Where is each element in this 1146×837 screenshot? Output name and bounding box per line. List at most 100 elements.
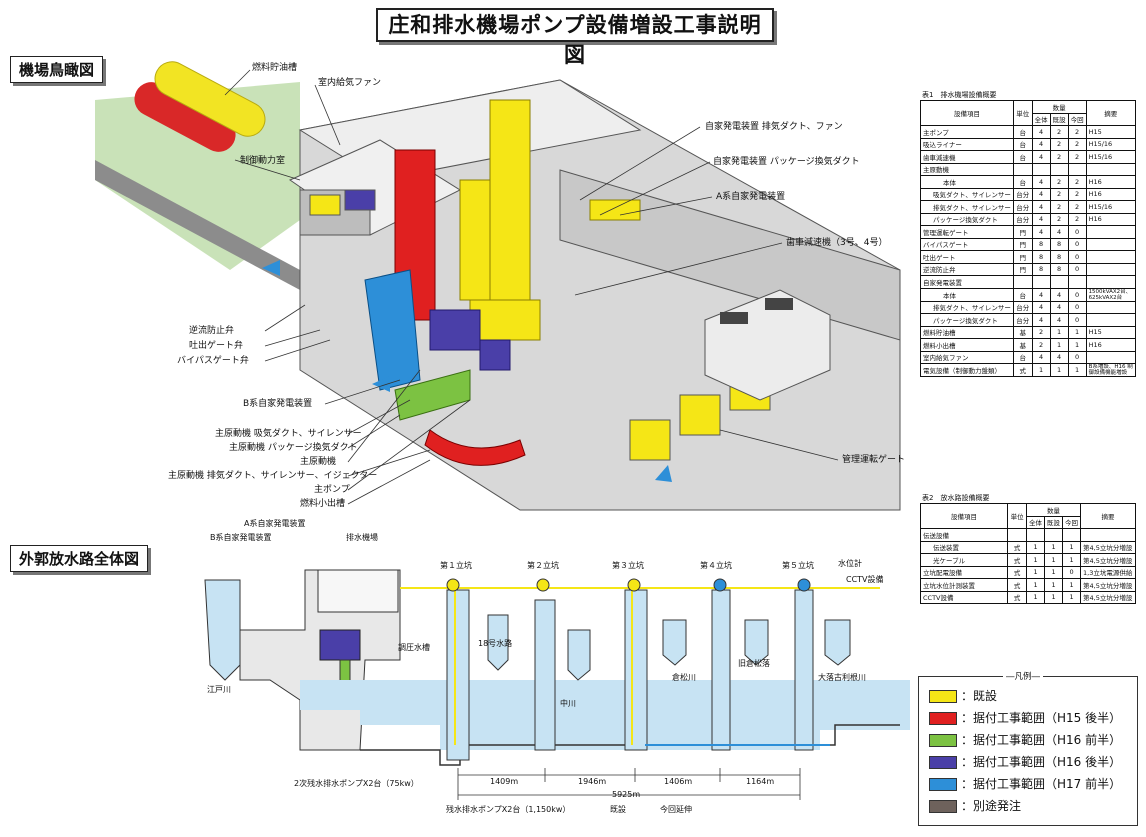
table-cell-current: 0 — [1067, 287, 1087, 302]
out-label-ch18: 18号水路 — [478, 639, 513, 648]
legend-label: ：別途発注 — [961, 799, 1022, 813]
t1-h-total: 全体 — [1031, 112, 1051, 126]
table-cell-existing — [1049, 275, 1069, 289]
label-control-room: 制御動力室 — [240, 156, 286, 166]
table-cell-total: 4 — [1031, 175, 1051, 189]
table-cell-current: 2 — [1067, 187, 1087, 201]
table-cell-current: 2 — [1067, 137, 1087, 151]
table-cell-item: 燃料小出槽 — [920, 338, 1014, 352]
table-cell-total: 1 — [1026, 553, 1046, 567]
t1-h-remarks: 摘要 — [1085, 100, 1137, 126]
out-label-shaft5: 第５立坑 — [782, 561, 814, 570]
table-cell-existing: 8 — [1049, 237, 1069, 251]
label-gen-exhaust: 自家発電装置 排気ダクト、ファン — [705, 122, 843, 132]
out-dim-total: 5925m — [612, 790, 641, 799]
legend-label: ：据付工事範囲（H15 後半） — [961, 711, 1122, 725]
label-engine-intake: 主原動機 吸気ダクト、サイレンサー — [215, 429, 362, 439]
table-cell-existing: 4 — [1049, 300, 1069, 314]
table-cell-remarks: H16 — [1085, 212, 1137, 226]
table-cell-total: 4 — [1031, 137, 1051, 151]
out-label-shaft3: 第３立坑 — [612, 561, 644, 570]
table-cell-current — [1067, 162, 1087, 176]
table-cell-item: 立坑配電設備 — [919, 565, 1009, 579]
legend: ―凡例― ：既設 ：据付工事範囲（H15 後半） ：据付工事範囲（H16 前半）… — [918, 670, 1138, 826]
table-cell-current: 2 — [1067, 150, 1087, 164]
label-bypass-gate: バイパスゲート弁 — [177, 356, 249, 366]
table-cell-existing: 1 — [1044, 578, 1064, 592]
table-cell-total: 2 — [1031, 338, 1051, 352]
table-cell-remarks: H15/16 — [1085, 200, 1137, 214]
table-cell-item: 本体 — [920, 175, 1014, 189]
table-cell-unit: 台分 — [1012, 200, 1033, 214]
t1-h-item: 設備項目 — [920, 100, 1014, 126]
table-cell-existing: 1 — [1044, 553, 1064, 567]
t1-h-existing: 既設 — [1049, 112, 1069, 126]
table-cell-current: 2 — [1067, 175, 1087, 189]
table-cell-unit — [1007, 528, 1028, 542]
legend-label: ：据付工事範囲（H17 前半） — [961, 777, 1122, 791]
table-cell-item: バイパスゲート — [920, 237, 1014, 251]
tunnel-water — [300, 680, 910, 750]
table-cell-unit — [1012, 162, 1033, 176]
table-cell-unit: 式 — [1007, 578, 1028, 592]
table-cell-remarks: H15/16 — [1085, 137, 1137, 151]
legend-title: ―凡例― — [1003, 670, 1044, 682]
table-cell-item: 立坑水位計測装置 — [919, 578, 1009, 592]
page-title: 庄和排水機場ポンプ設備増設工事説明図 — [376, 8, 774, 67]
table-cell-unit: 門 — [1012, 262, 1033, 276]
table-cell-item: 吐出ゲート — [920, 250, 1014, 264]
out-label-otoshi-tone: 大落古利根川 — [818, 673, 866, 682]
out-label-shaft4: 第４立坑 — [700, 561, 732, 570]
outfall-section-title: 外郭放水路全体図 — [10, 545, 149, 572]
table-cell-unit: 式 — [1007, 553, 1028, 567]
table-cell-existing: 2 — [1049, 175, 1069, 189]
table-cell-remarks — [1085, 275, 1137, 289]
table-row: 伝送設備 — [919, 528, 1136, 542]
legend-swatch — [929, 734, 957, 747]
table-cell-remarks — [1085, 162, 1137, 176]
table-cell-item: 歯車減速機 — [920, 150, 1014, 164]
label-engine-exhaust: 主原動機 排気ダクト、サイレンサー、イジェクター — [168, 471, 378, 481]
table2-caption: 表2 放水路設備概要 — [922, 494, 990, 502]
table-cell-item: 排気ダクト、サイレンサー — [920, 300, 1014, 314]
table-cell-total: 1 — [1026, 540, 1046, 554]
t2-h-unit: 単位 — [1007, 503, 1028, 529]
table-cell-unit: 台 — [1012, 137, 1033, 151]
table-cell-current: 0 — [1062, 565, 1082, 579]
table-cell-existing: 4 — [1049, 225, 1069, 239]
table-cell-item: 本体 — [920, 287, 1014, 302]
shaft-markers — [446, 578, 811, 592]
table-cell-existing: 2 — [1049, 200, 1069, 214]
out-label-cctv: CCTV設備 — [846, 575, 884, 584]
flow-arrows — [262, 260, 672, 482]
legend-item: ：既設 — [929, 689, 997, 704]
table-cell-current: 2 — [1067, 125, 1087, 139]
table-cell-unit: 式 — [1007, 565, 1028, 579]
table-cell-unit: 台 — [1012, 350, 1033, 364]
table-cell-existing: 4 — [1049, 287, 1069, 302]
table-cell-remarks: 第4,5立坑分増設 — [1080, 540, 1136, 554]
table-cell-remarks — [1085, 225, 1137, 239]
table-cell-existing: 2 — [1049, 137, 1069, 151]
t1-h-current: 今回 — [1067, 112, 1087, 126]
table-cell-total: 4 — [1031, 200, 1051, 214]
table-cell-unit: 式 — [1007, 540, 1028, 554]
table-cell-unit: 基 — [1012, 338, 1033, 352]
table-cell-item: 主原動機 — [920, 162, 1014, 176]
table-cell-item: 管理運転ゲート — [920, 225, 1014, 239]
table-cell-total — [1031, 275, 1051, 289]
out-label-residual-pump: 残水排水ポンプX2台（1,150kw） — [446, 805, 571, 814]
road — [95, 160, 300, 290]
yellow-exhaust-duct — [489, 99, 531, 301]
table-cell-total: 4 — [1031, 150, 1051, 164]
table-cell-unit: 台 — [1012, 150, 1033, 164]
outfall-purple-engine — [319, 629, 361, 661]
t2-h-remarks: 摘要 — [1080, 503, 1136, 529]
t2-h-item: 設備項目 — [919, 503, 1009, 529]
t2-h-total: 全体 — [1026, 515, 1046, 529]
t2-h-qty: 数量 — [1026, 503, 1082, 517]
purple-engine — [429, 309, 481, 351]
